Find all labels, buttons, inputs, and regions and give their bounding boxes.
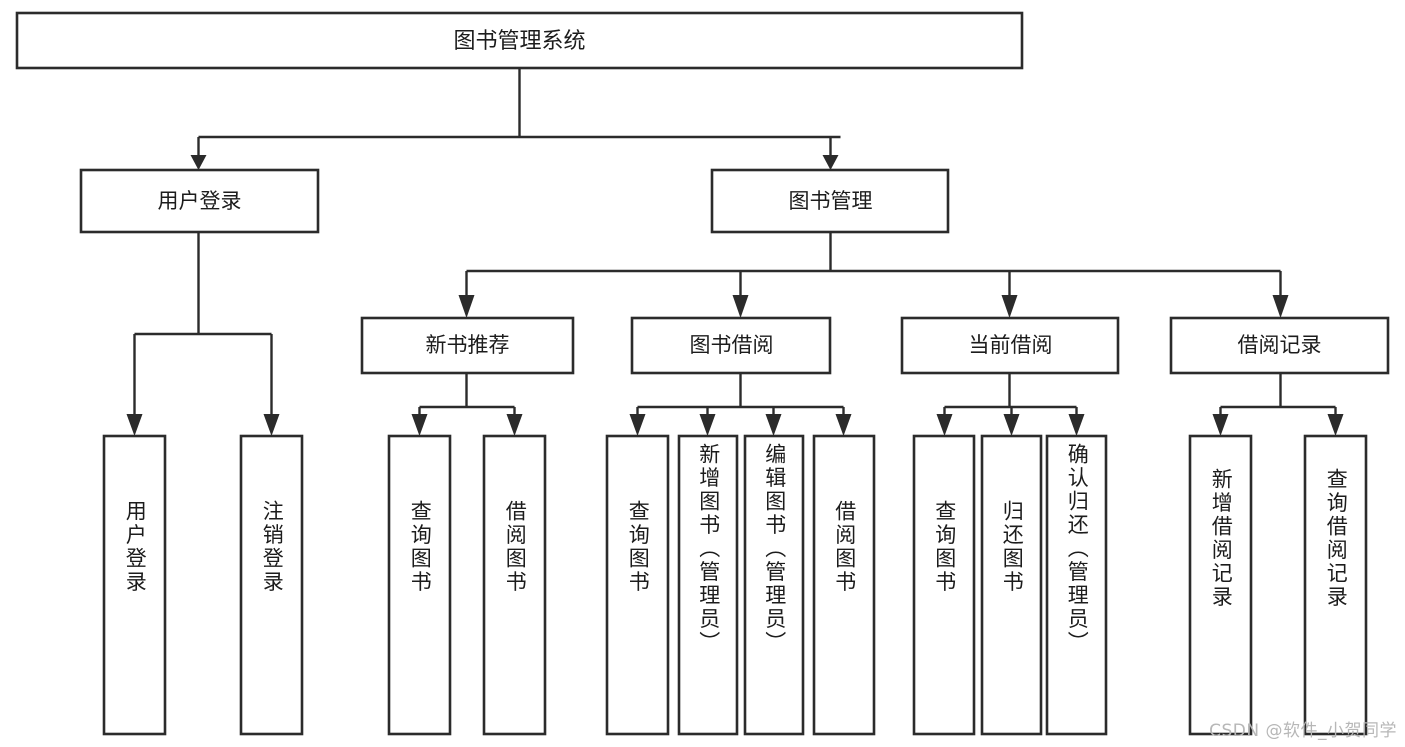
leaf-borrow-book-1-box[interactable] xyxy=(482,434,547,736)
node-root-label: 图书管理系统 xyxy=(453,29,585,54)
node-borrow-record-box[interactable] xyxy=(1169,316,1390,375)
arrow-head-leaf-borrow-book-2 xyxy=(835,414,852,436)
arrow-head-book-borrow xyxy=(732,295,749,318)
leaf-query-book-3-box[interactable] xyxy=(912,434,976,736)
arrow-head-leaf-add-book xyxy=(699,414,716,436)
node-borrow-record-label: 借阅记录 xyxy=(1238,333,1322,357)
arrow-head-user-login xyxy=(190,155,207,170)
node-book-borrow-label: 图书借阅 xyxy=(690,333,774,357)
leaf-add-record-box[interactable] xyxy=(1188,434,1253,736)
arrow-head-current-borrow xyxy=(1001,295,1018,318)
arrow-head-leaf-edit-book xyxy=(765,414,782,436)
node-current-borrow[interactable]: 当前借阅 xyxy=(900,316,1120,375)
arrow-head-leaf-query-book-2 xyxy=(629,414,646,436)
connector-group-current-borrow xyxy=(936,373,1085,436)
leaf-query-record-box[interactable] xyxy=(1303,434,1368,736)
node-current-borrow-label: 当前借阅 xyxy=(969,333,1053,357)
node-user-login-label: 用户登录 xyxy=(158,189,242,213)
leaf-confirm-return-box[interactable] xyxy=(1045,434,1108,736)
connector-group-borrow-record xyxy=(1212,373,1344,436)
arrow-head-leaf-return-book xyxy=(1003,414,1020,436)
leaf-query-book-2-box[interactable] xyxy=(605,434,670,736)
connector-group-book-borrow xyxy=(629,373,852,436)
node-book-management-label: 图书管理 xyxy=(789,189,873,213)
arrow-head-leaf-query-record xyxy=(1327,414,1344,436)
node-new-book-recommend-box[interactable] xyxy=(360,316,575,375)
connector-group-new-book-recommend xyxy=(411,373,523,436)
leaf-edit-book-box[interactable] xyxy=(743,434,805,736)
arrow-head-book-management xyxy=(822,155,839,170)
node-new-book-recommend[interactable]: 新书推荐 xyxy=(360,316,575,375)
arrow-head-leaf-borrow-book-1 xyxy=(506,414,523,436)
leaf-return-book-box[interactable] xyxy=(980,434,1043,736)
arrow-head-leaf-query-book-1 xyxy=(411,414,428,436)
connector-group-user-login xyxy=(126,232,280,436)
node-root[interactable]: 图书管理系统 xyxy=(15,11,1024,70)
arrow-head-new-book-recommend xyxy=(458,295,475,318)
node-new-book-recommend-label: 新书推荐 xyxy=(426,333,510,357)
node-book-management-box[interactable] xyxy=(710,168,950,234)
arrow-head-leaf-query-book-3 xyxy=(936,414,953,436)
leaf-user-logout-box[interactable] xyxy=(239,434,304,736)
arrow-head-borrow-record xyxy=(1272,295,1289,318)
node-user-login[interactable]: 用户登录 xyxy=(79,168,320,234)
node-current-borrow-box[interactable] xyxy=(900,316,1120,375)
node-borrow-record[interactable]: 借阅记录 xyxy=(1169,316,1390,375)
connector-group-book-management xyxy=(458,232,1289,318)
leaf-borrow-book-2-box[interactable] xyxy=(812,434,876,736)
node-book-borrow-box[interactable] xyxy=(630,316,832,375)
arrow-head-leaf-user-logout xyxy=(263,414,280,436)
leaf-add-book-box[interactable] xyxy=(677,434,739,736)
leaf-query-book-1-box[interactable] xyxy=(387,434,452,736)
arrow-head-leaf-add-record xyxy=(1212,414,1229,436)
node-book-borrow[interactable]: 图书借阅 xyxy=(630,316,832,375)
arrow-head-leaf-user-login xyxy=(126,414,143,436)
connector-group-root xyxy=(190,68,841,170)
csdn-watermark: CSDN @软件_小贺同学 xyxy=(1209,721,1397,741)
node-user-login-box[interactable] xyxy=(79,168,320,234)
arrow-head-leaf-confirm-return xyxy=(1068,414,1085,436)
node-root-box[interactable] xyxy=(15,11,1024,70)
leaf-boxes xyxy=(102,434,1368,736)
node-book-management[interactable]: 图书管理 xyxy=(710,168,950,234)
leaf-user-login-box[interactable] xyxy=(102,434,167,736)
